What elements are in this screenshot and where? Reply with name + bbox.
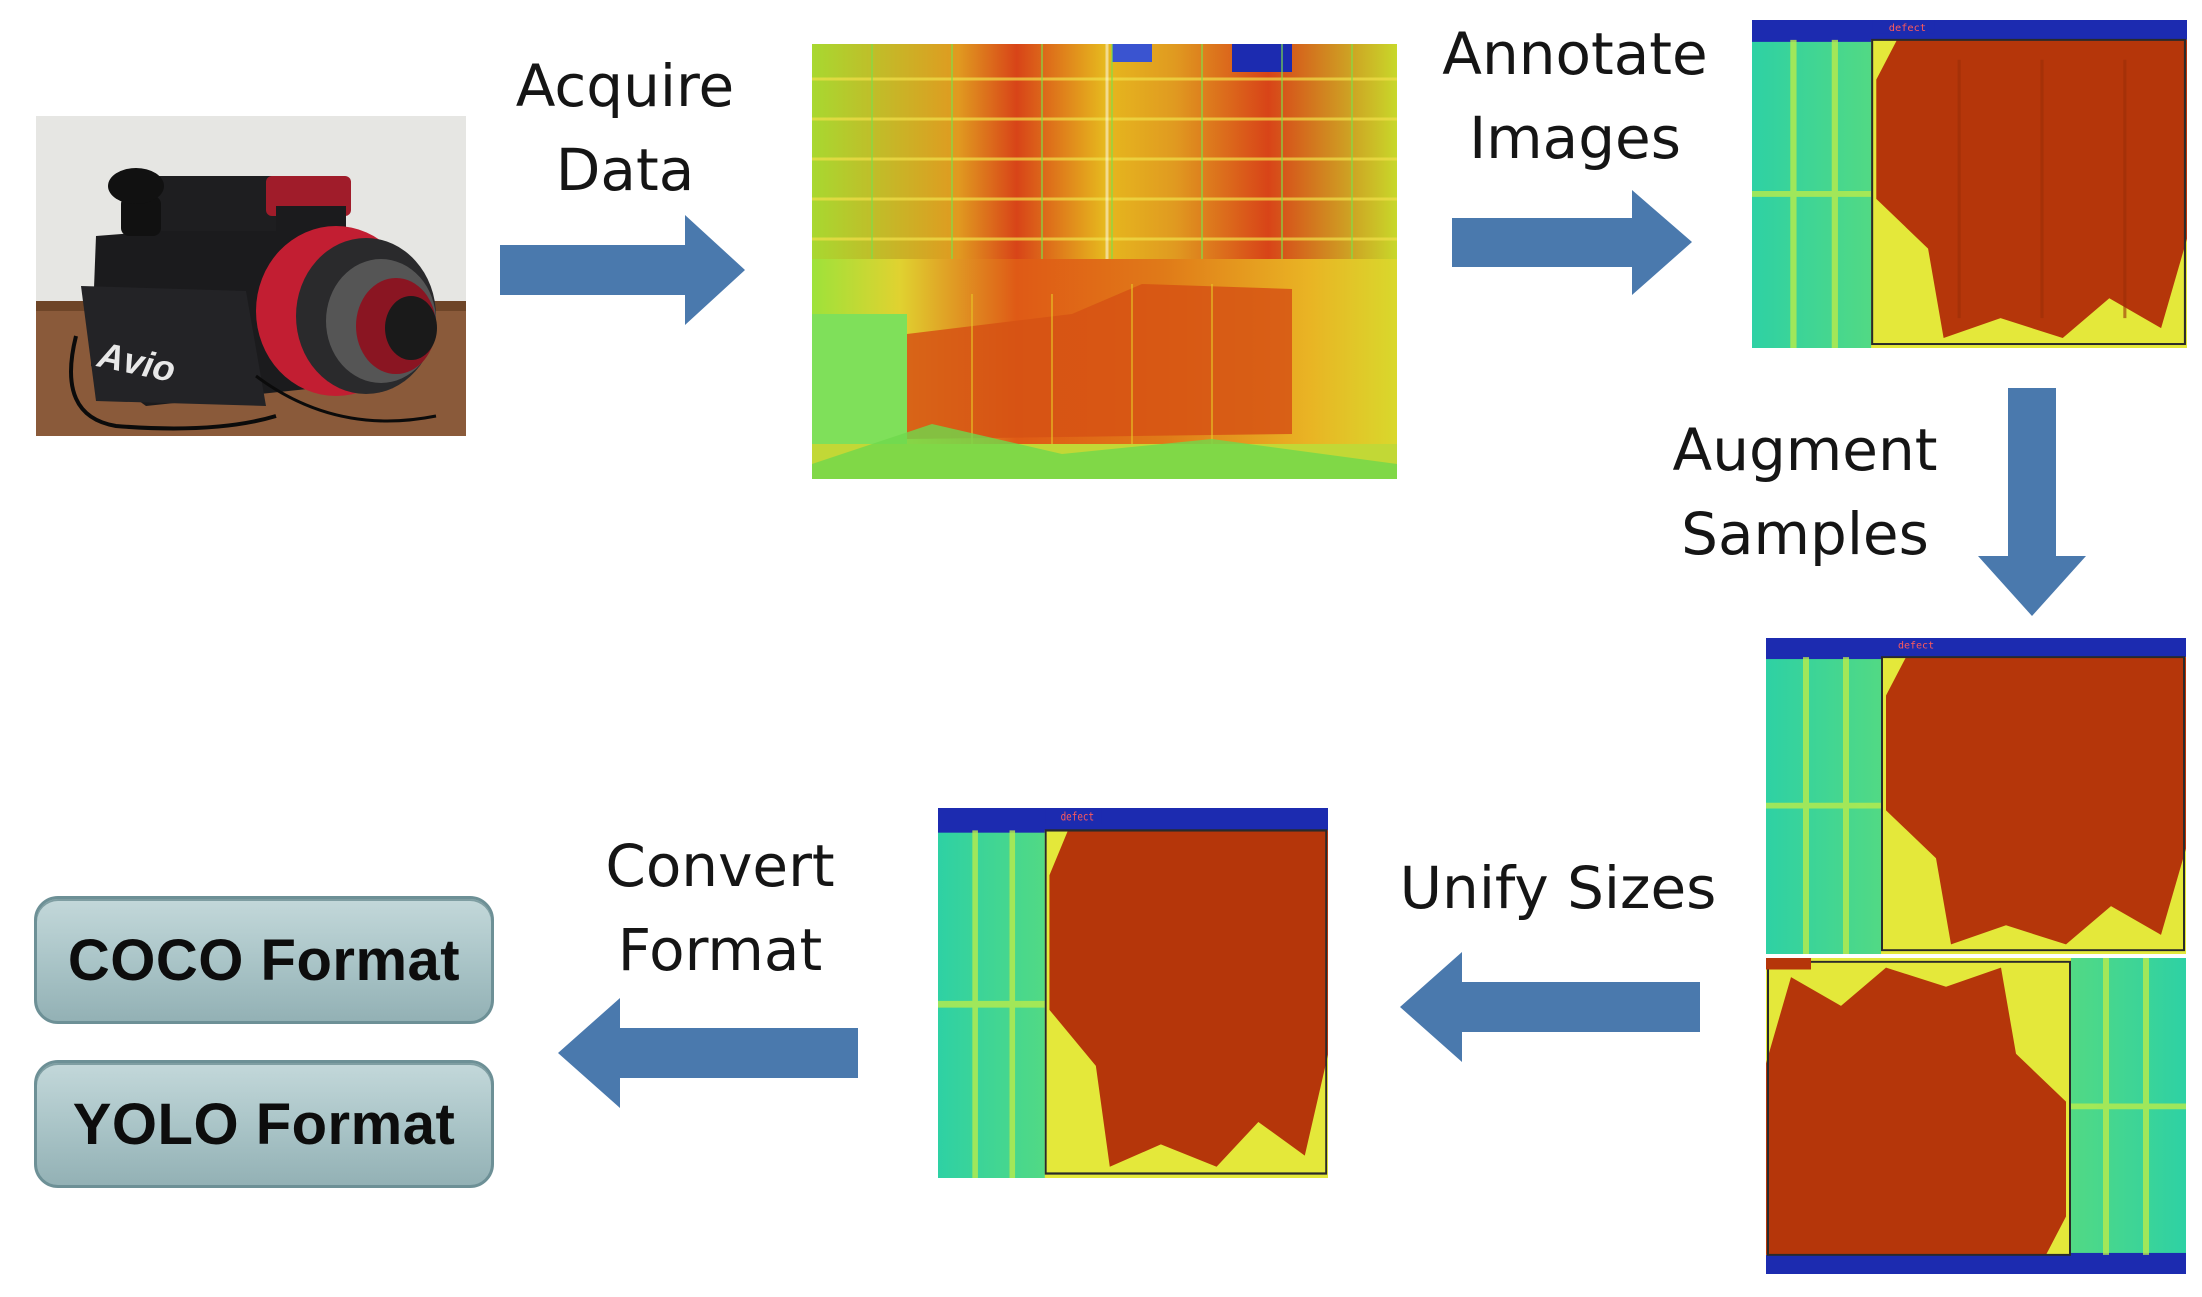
annotated-image: defect [1752,20,2187,348]
augmented-image-flipped [1766,958,2186,1274]
arrow-down-icon [1978,388,2086,616]
arrow-right-icon [500,215,745,325]
step-label-convert: Convert Format [605,832,835,984]
augmented-image-original: defect [1766,638,2186,954]
step-label-unify: Unify Sizes [1399,854,1717,922]
raw-thermal-image [812,44,1397,479]
coco-format-box: COCO Format [34,896,494,1024]
camera-photo: Avio [36,116,466,436]
arrow-left-icon [558,998,858,1108]
arrow-left-icon [1400,952,1700,1062]
step-label-acquire: Acquire Data [515,52,735,204]
arrow-right-icon [1452,190,1692,295]
resized-image: defect [938,808,1328,1178]
defect-tag: defect [1061,811,1095,824]
defect-tag: defect [1889,23,1926,34]
step-label-annotate: Annotate Images [1442,20,1708,172]
step-label-augment: Augment Samples [1672,416,1938,568]
yolo-format-box: YOLO Format [34,1060,494,1188]
defect-tag: defect [1898,641,1934,652]
